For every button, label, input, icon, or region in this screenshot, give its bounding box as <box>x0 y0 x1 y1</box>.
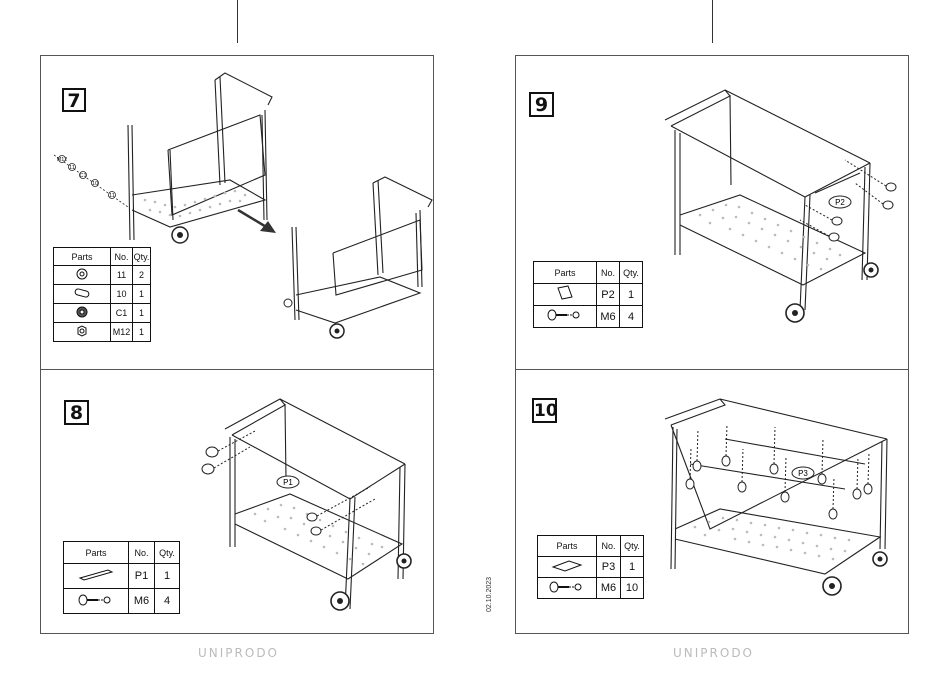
part-number: M6 <box>597 578 621 599</box>
lock-nut-icon <box>54 304 111 323</box>
part-number: P3 <box>597 557 621 578</box>
column-header: Qty. <box>155 542 180 564</box>
part-quantity: 4 <box>620 306 643 328</box>
column-header: Parts <box>534 262 597 284</box>
column-header: No. <box>597 262 620 284</box>
table-row: M12 1 <box>54 323 151 342</box>
part-number: 11 <box>111 266 133 285</box>
part-quantity: 1 <box>620 284 643 306</box>
bolt-icon <box>538 578 597 599</box>
column-header: No. <box>129 542 155 564</box>
column-header: Parts <box>538 536 597 557</box>
washer-icon <box>54 266 111 285</box>
panel-icon <box>534 284 597 306</box>
callout-label: C1 <box>79 173 86 179</box>
fold-mark-left <box>237 0 238 43</box>
column-header: Parts <box>54 248 111 266</box>
table-row: P3 1 <box>538 557 644 578</box>
part-number: M6 <box>597 306 620 328</box>
part-quantity: 1 <box>133 304 151 323</box>
panel-icon <box>64 564 129 589</box>
bolt-icon <box>534 306 597 328</box>
part-number: C1 <box>111 304 133 323</box>
brand-logo-right: UNIPRODO <box>673 646 754 660</box>
part-quantity: 1 <box>155 564 180 589</box>
hex-nut-icon <box>54 323 111 342</box>
part-number: 10 <box>111 285 133 304</box>
part-number: P1 <box>129 564 155 589</box>
callout-label: 11 <box>69 165 75 171</box>
step-number: 7 <box>62 88 86 112</box>
column-header: No. <box>111 248 133 266</box>
parts-table: Parts No. Qty. P2 1 M6 4 <box>533 261 643 328</box>
brand-logo-left: UNIPRODO <box>198 646 279 660</box>
table-row: M6 10 <box>538 578 644 599</box>
callout-label: P2 <box>835 198 845 207</box>
parts-table: Parts No. Qty. P1 1 M6 4 <box>63 541 180 614</box>
table-row: M6 4 <box>534 306 643 328</box>
column-header: Qty. <box>620 262 643 284</box>
column-header: Qty. <box>621 536 644 557</box>
part-quantity: 10 <box>621 578 644 599</box>
parts-table: Parts No. Qty. P3 1 M6 10 <box>537 535 644 599</box>
part-number: M12 <box>111 323 133 342</box>
callout-label: 11 <box>109 193 115 199</box>
print-date: 02.10.2023 <box>486 572 493 612</box>
parts-table: Parts No. Qty. 11 2 10 1 C1 1 M12 1 <box>53 247 151 342</box>
callout-label: P3 <box>798 469 808 478</box>
part-quantity: 1 <box>133 323 151 342</box>
part-quantity: 4 <box>155 589 180 614</box>
table-row: P2 1 <box>534 284 643 306</box>
table-row: C1 1 <box>54 304 151 323</box>
part-quantity: 2 <box>133 266 151 285</box>
panel-icon <box>538 557 597 578</box>
spacer-tube-icon <box>54 285 111 304</box>
callout-label: M12 <box>57 157 68 163</box>
column-header: Parts <box>64 542 129 564</box>
table-row: 10 1 <box>54 285 151 304</box>
part-quantity: 1 <box>133 285 151 304</box>
table-row: 11 2 <box>54 266 151 285</box>
callout-label: 10 <box>92 181 98 187</box>
part-number: M6 <box>129 589 155 614</box>
table-row: M6 4 <box>64 589 180 614</box>
part-number: P2 <box>597 284 620 306</box>
table-row: P1 1 <box>64 564 180 589</box>
column-header: Qty. <box>133 248 151 266</box>
column-header: No. <box>597 536 621 557</box>
bolt-icon <box>64 589 129 614</box>
fold-mark-right <box>712 0 713 43</box>
callout-label: P1 <box>283 478 293 487</box>
part-quantity: 1 <box>621 557 644 578</box>
